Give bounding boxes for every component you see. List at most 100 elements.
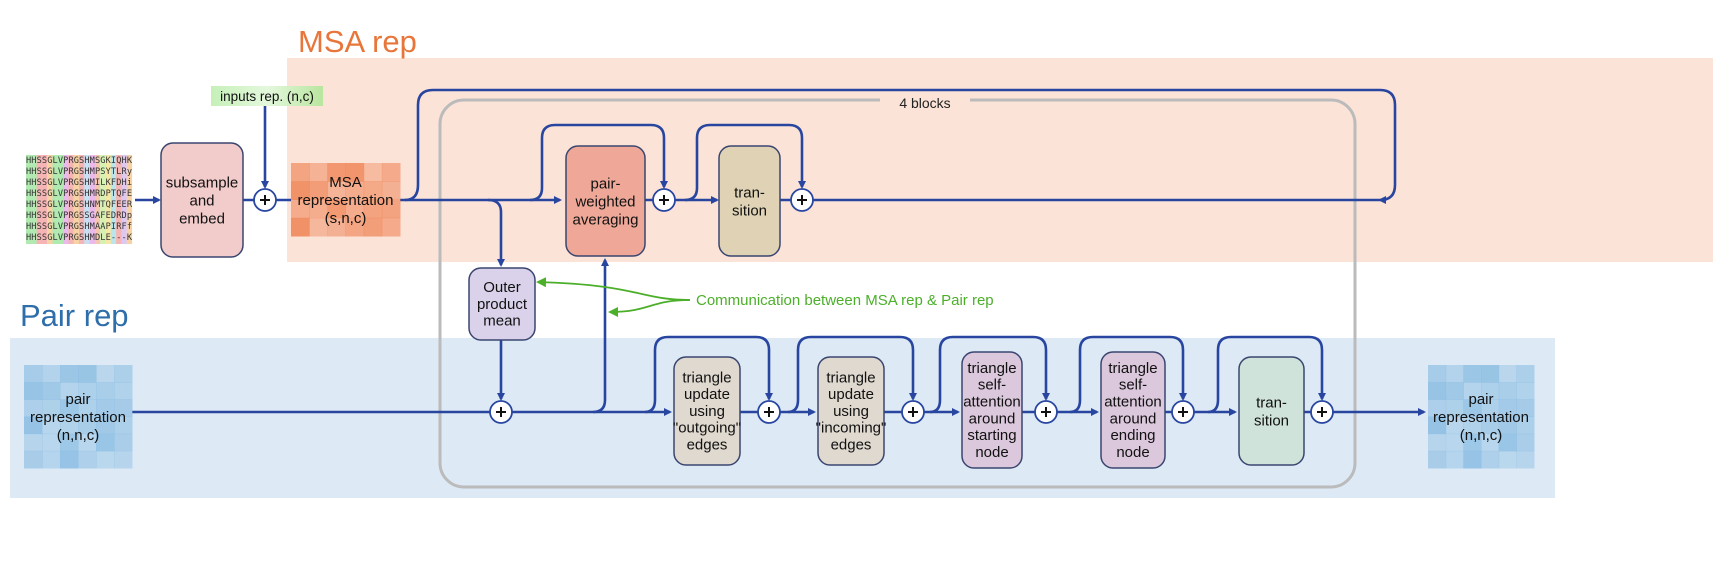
pair-representation-input-label: representation: [30, 409, 126, 426]
pair-weighted-averaging-box-label: averaging: [573, 211, 639, 228]
triangle-attention-starting-box-label: starting: [967, 427, 1016, 444]
msa-column-color: [79, 155, 85, 244]
msa-column-color: [68, 155, 74, 244]
triangle-update-outgoing-box-label: edges: [687, 437, 728, 454]
msa-column-color: [105, 155, 111, 244]
msa-column-color: [52, 155, 58, 244]
msa-column-color: [36, 155, 42, 244]
annotation-text: Communication between MSA rep & Pair rep: [696, 292, 994, 309]
subsample-embed-box-label: and: [189, 192, 214, 209]
pair-rep-title: Pair rep: [20, 298, 129, 333]
add-node-icon: [253, 188, 277, 212]
triangle-attention-starting-box-label: triangle: [967, 360, 1016, 377]
subsample-embed-box-shape: [160, 142, 244, 258]
pair-representation-output-label: pair: [1468, 391, 1493, 408]
msa-sequence: HHSSGLVPRGSHMSGKIQHK: [26, 156, 133, 166]
add-node-icon: [790, 188, 814, 212]
add-node-icon: [901, 400, 925, 424]
residual-connection-arrow: [644, 335, 773, 414]
annotation-arrow-outer: [536, 277, 691, 301]
msa-column-color: [47, 155, 53, 244]
msa-representation-label: (s,n,c): [325, 210, 367, 227]
triangle-attention-starting-box-label: attention: [963, 394, 1021, 411]
triangle-update-outgoing-box-label: "outgoing": [673, 420, 741, 437]
annotation-arrow-pair: [608, 299, 691, 317]
residual-connection-arrow: [787, 335, 917, 414]
pair-representation-input-label: (n,n,c): [57, 427, 100, 444]
msa-column-color: [110, 155, 117, 244]
triangle-update-incoming-box-label: update: [828, 386, 874, 403]
pair-representation-input-label: pair: [65, 391, 90, 408]
pair-representation-output-label: representation: [1433, 409, 1529, 426]
msa-column-color: [57, 155, 64, 244]
triangle-attention-ending-box-shape: [1100, 351, 1166, 469]
msa-sequence: HHSSGLVPRGSHMRDPTQFE: [26, 189, 132, 199]
blocks-label: 4 blocks: [899, 95, 950, 111]
add-node-icon: [1310, 400, 1334, 424]
msa-transition-box-label: sition: [732, 202, 767, 219]
subsample-embed-box-label: subsample: [166, 174, 239, 191]
add-node-icon: [757, 400, 781, 424]
triangle-update-incoming-box-label: edges: [831, 437, 872, 454]
pair-transition-box-shape: [1238, 356, 1305, 466]
outer-product-mean-box-label: mean: [483, 313, 521, 330]
msa-sequence: HHSSGLVPRGSHNMTQFEER: [26, 200, 133, 210]
outer-loop-arrow: [404, 88, 1397, 204]
msa-column-color: [84, 155, 90, 244]
msa-transition-box-label: tran-: [734, 184, 765, 201]
msa-column-color: [31, 155, 37, 244]
msa-sequence: HHSSGLVPRGSHMDLE---K: [26, 233, 133, 243]
msa-representation-label: representation: [298, 192, 394, 209]
triangle-update-incoming-box-shape: [817, 356, 885, 466]
triangle-attention-starting-box-label: node: [975, 444, 1008, 461]
msa-column-color: [100, 155, 106, 244]
triangle-update-outgoing-box-label: triangle: [682, 369, 731, 386]
outer-product-mean-box-shape: [468, 267, 536, 341]
msa-column-color: [126, 155, 133, 244]
pair-transition-box: tran-sition: [1238, 356, 1305, 466]
add-node-icon: [652, 188, 676, 212]
triangle-attention-starting-box-label: self-: [978, 377, 1006, 394]
msa-column-color: [63, 155, 69, 244]
outer-product-mean-box-label: Outer: [483, 279, 521, 296]
msa-transition-box: tran-sition: [718, 145, 781, 257]
triangle-attention-ending-box-label: around: [1110, 410, 1157, 427]
outer-product-mean-box-label: product: [477, 296, 528, 313]
triangle-attention-ending-box-label: self-: [1119, 377, 1147, 394]
pair-representation-in-heatmap: [24, 365, 133, 469]
msa-column-color: [121, 155, 127, 244]
msa-representation-label: MSA: [329, 174, 362, 191]
msa-representation-heatmap: [291, 163, 401, 237]
add-node-icon: [1034, 400, 1058, 424]
triangle-attention-ending-box-label: attention: [1104, 394, 1162, 411]
msa-sequence: HHSSGLVPRGSHMPSYTLRy: [26, 167, 132, 177]
residual-connection-arrow: [1069, 335, 1187, 414]
triangle-update-incoming-box-label: "incoming": [816, 420, 887, 437]
triangle-update-outgoing-box-label: using: [689, 403, 725, 420]
msa-transition-box-shape: [718, 145, 781, 257]
msa-column-color: [94, 155, 101, 244]
pair-transition-box-label: sition: [1254, 412, 1289, 429]
triangle-attention-starting-box-label: around: [969, 410, 1016, 427]
triangle-attention-ending-box-label: ending: [1110, 427, 1155, 444]
msa-column-color: [73, 155, 80, 244]
msa-sequence: HHSSGLVPRGSHMILKFDHi: [26, 178, 132, 188]
pair-weighted-averaging-box-shape: [565, 145, 646, 257]
subsample-embed-box-label: embed: [179, 210, 225, 227]
triangle-update-incoming-box-label: using: [833, 403, 869, 420]
add-node-icon: [1171, 400, 1195, 424]
add-node-icon: [489, 400, 513, 424]
triangle-update-incoming-box-label: triangle: [826, 369, 875, 386]
triangle-attention-ending-box-label: node: [1116, 444, 1149, 461]
msa-sequence: HHSSGLVPRGSHMAAPIRFf: [26, 222, 132, 232]
msa-column-color: [26, 155, 32, 244]
